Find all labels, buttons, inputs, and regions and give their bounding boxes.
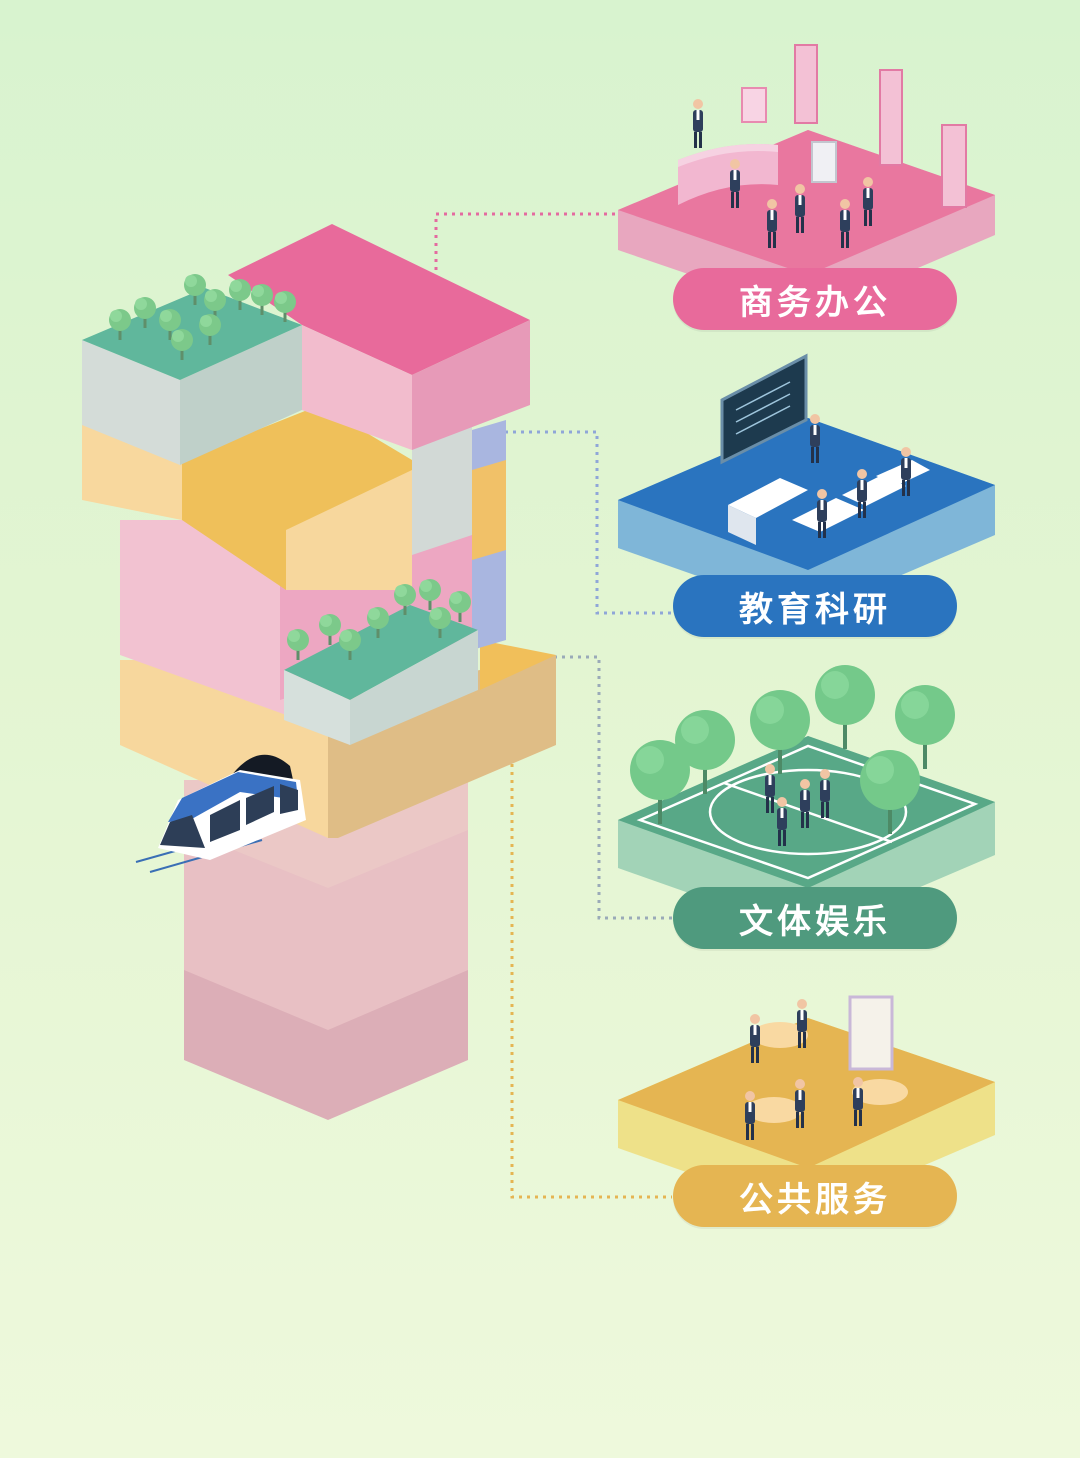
label-entertainment: 文体娱乐 bbox=[673, 887, 957, 949]
connector-public bbox=[510, 700, 672, 1199]
label-public-service: 公共服务 bbox=[673, 1165, 957, 1227]
connector-lines bbox=[434, 212, 672, 1199]
connector-business bbox=[434, 212, 672, 270]
train-icon bbox=[135, 770, 306, 873]
platform-entertainment bbox=[618, 665, 995, 935]
blackboard-icon bbox=[720, 353, 808, 465]
building-stack bbox=[82, 224, 556, 1120]
label-education: 教育科研 bbox=[673, 575, 957, 637]
platform-education bbox=[618, 353, 995, 615]
label-business: 商务办公 bbox=[673, 268, 957, 330]
dining-table-icon bbox=[746, 1022, 908, 1123]
